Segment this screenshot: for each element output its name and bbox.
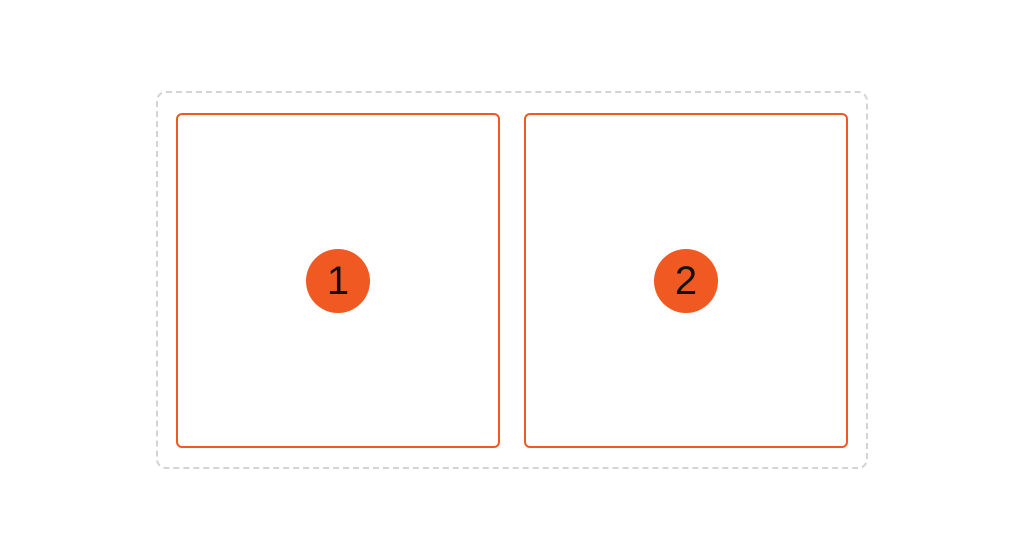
layout-container bbox=[156, 91, 868, 469]
panel-1-number-badge: 1 bbox=[306, 248, 370, 313]
panel-2-number-badge: 2 bbox=[654, 248, 718, 313]
panel-2: 2 bbox=[524, 113, 848, 448]
panel-1: 1 bbox=[176, 113, 500, 448]
